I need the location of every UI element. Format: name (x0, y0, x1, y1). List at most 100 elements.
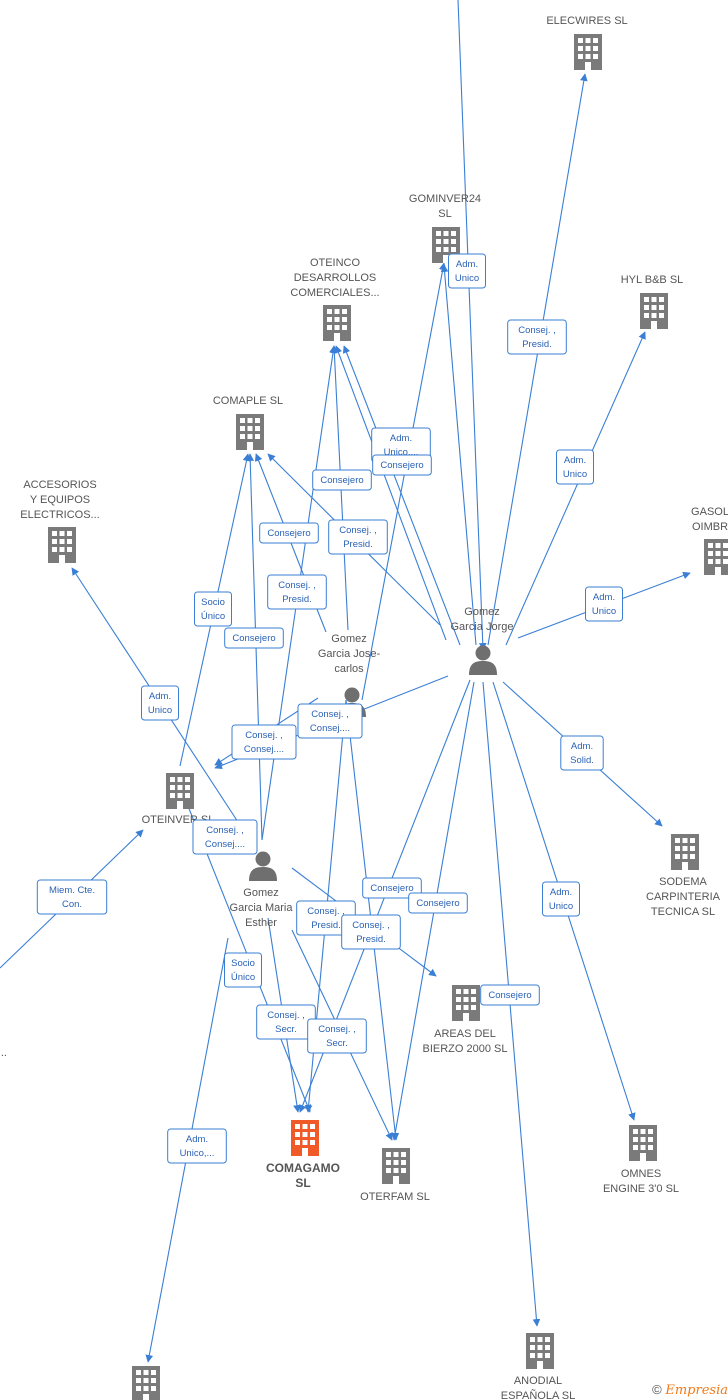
node-oteinver[interactable]: OTEINVER SL (142, 773, 215, 826)
edge-label-text: Adm. (550, 887, 572, 898)
edge-label: Consejero (312, 469, 372, 491)
edge-label-text: Presid. (311, 920, 341, 931)
building-icon (640, 293, 668, 329)
edge-label-text: Adm. (390, 433, 412, 444)
edge-label: Consej. , Consej.... (231, 724, 297, 760)
building-icon (48, 527, 76, 563)
node-label: HYL B&B SL (621, 274, 684, 286)
edge-label: Consej. ,Presid. (267, 574, 327, 610)
edge-label-text: Consejero (488, 990, 531, 1001)
edge-label-text: Consejero (320, 475, 363, 486)
edge-label-text: Consej.... (244, 744, 284, 755)
node-label: ACCESORIOS (23, 479, 96, 491)
node-oteinco[interactable]: OTEINCO DESARROLLOS COMERCIALES... (290, 257, 380, 341)
brand-logo[interactable]: Empresia (665, 1383, 728, 1398)
edge-label-text: Unico (455, 273, 479, 284)
building-icon (132, 1366, 160, 1400)
edge-label-text: Consej. , (206, 825, 244, 836)
edge-label-text: Consej. , (352, 920, 390, 931)
edge-label-text: Socio (231, 958, 255, 969)
copyright-mark: © (652, 1382, 662, 1397)
relation-edge (457, 0, 487, 651)
edge-label-text: Solid. (570, 755, 594, 766)
edge-label-text: Miem. Cte. (49, 885, 95, 896)
node-label: TECNICA SL (651, 906, 715, 918)
edge-label: Miem. Cte. Con. (36, 879, 108, 915)
edge-label-text: Consej. , (518, 325, 556, 336)
edge-label: Adm.Unico,... (167, 1128, 227, 1164)
node-bottomleft[interactable] (132, 1366, 160, 1400)
building-icon (236, 414, 264, 450)
edge-label-text: Presid. (343, 539, 373, 550)
edge-label-text: Consejero (370, 883, 413, 894)
node-label: Gomez (464, 606, 499, 618)
edge-label-text: Secr. (275, 1024, 297, 1035)
edge-label-text: Secr. (326, 1038, 348, 1049)
edge-label-text: Adm. (186, 1134, 208, 1145)
building-icon (526, 1333, 554, 1369)
node-hylbb[interactable]: HYL B&B SL (621, 274, 684, 329)
node-label: OIMBR (692, 521, 728, 533)
building-icon (452, 985, 480, 1021)
edge-label-text: Consejero (416, 898, 459, 909)
edge-label-text: Adm. (149, 691, 171, 702)
building-icon (704, 539, 728, 575)
node-label: COMERCIALES... (290, 287, 379, 299)
node-gasol[interactable]: GASOL OIMBR (691, 506, 728, 575)
node-label: Garcia Maria (230, 902, 294, 914)
edge-label-text: Consejero (232, 633, 275, 644)
edge-label-text: Presid. (522, 339, 552, 350)
edge-label: Consejero (372, 454, 432, 476)
node-label: n... (0, 1047, 7, 1059)
relation-edge (440, 264, 477, 646)
node-label: Y EQUIPOS (30, 494, 90, 506)
edge-label-text: Único (201, 611, 225, 622)
edge-label: Adm.Unico (141, 685, 179, 721)
edge-label: Consejero (408, 892, 468, 914)
building-icon (671, 834, 699, 870)
node-label: COMAGAMO (266, 1161, 340, 1175)
node-leftedge[interactable]: n... (0, 1047, 7, 1059)
edge-label-text: Adm. (593, 592, 615, 603)
node-label: DESARROLLOS (294, 272, 377, 284)
node-label: COMAPLE SL (213, 395, 283, 407)
node-label: ANODIAL (514, 1375, 562, 1387)
node-label: ESPAÑOLA SL (501, 1389, 575, 1400)
edge-label-text: Con. (62, 899, 82, 910)
node-label: OTEINCO (310, 257, 361, 269)
edge-label-text: Consej. , (245, 730, 283, 741)
edge-label: Consejero (259, 522, 319, 544)
edge-label-text: Adm. (564, 455, 586, 466)
node-comaple[interactable]: COMAPLE SL (213, 395, 283, 450)
building-icon (323, 305, 351, 341)
edge-label: Consejero (224, 627, 284, 649)
node-anodial[interactable]: ANODIAL ESPAÑOLA SL (501, 1333, 575, 1400)
edge-label-text: Presid. (282, 594, 312, 605)
node-label: ENGINE 3'0 SL (603, 1183, 679, 1195)
node-accesorios[interactable]: ACCESORIOS Y EQUIPOS ELECTRICOS... (20, 479, 100, 563)
edge-label-text: Unico (549, 901, 573, 912)
edge-label: Adm.Unico (556, 449, 594, 485)
node-oterfam[interactable]: OTERFAM SL (360, 1148, 430, 1203)
edge-label-text: Consej. , (339, 525, 377, 536)
person-icon (249, 851, 277, 881)
node-label: Esther (245, 917, 277, 929)
edge-label-text: Consej. , (318, 1024, 356, 1035)
edge-label-text: Unico (592, 606, 616, 617)
node-label: ELECTRICOS... (20, 509, 99, 521)
node-label: GASOL (691, 506, 728, 518)
node-label: SODEMA (659, 876, 707, 888)
edge-label-text: Unico,... (384, 447, 419, 458)
edge-label: Adm. Unico (585, 586, 623, 622)
node-elecwires[interactable]: ELECWIRES SL (546, 15, 628, 70)
footer: © Empresia (652, 1382, 728, 1398)
